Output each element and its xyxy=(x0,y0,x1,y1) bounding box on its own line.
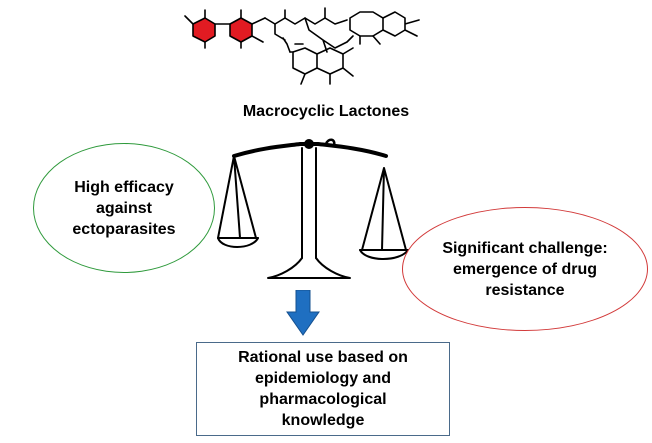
down-arrow-icon xyxy=(286,290,320,336)
title: Macrocyclic Lactones xyxy=(242,103,410,120)
high-efficacy-ellipse: High efficacy against ectoparasites xyxy=(33,143,215,273)
drug-resistance-ellipse: Significant challenge: emergence of drug… xyxy=(402,207,648,331)
balance-scale-icon xyxy=(217,138,409,279)
rational-use-box: Rational use based on epidemiology and p… xyxy=(196,342,450,436)
macrocyclic-lactone-structure-icon xyxy=(184,7,420,85)
